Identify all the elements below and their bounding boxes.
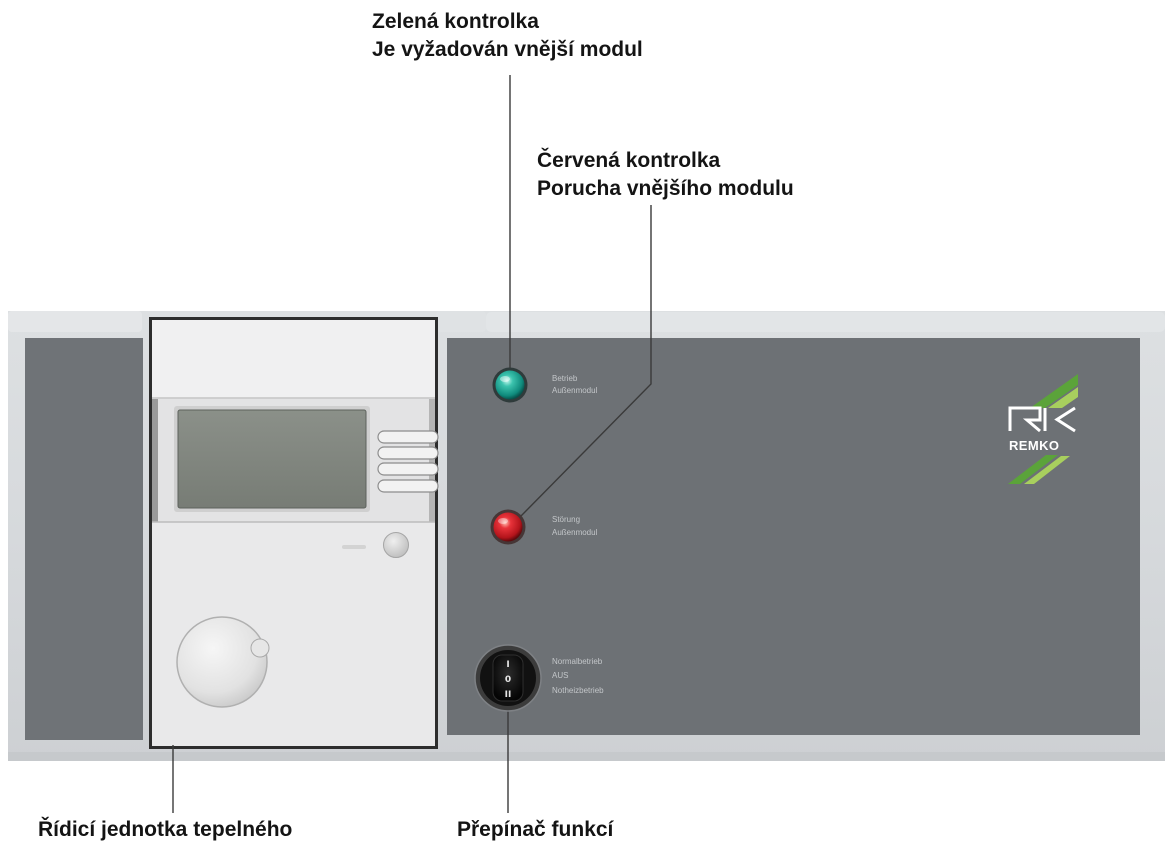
controller-unit (149, 317, 439, 749)
menu-button (377, 479, 439, 493)
logo-stripe-top-dark (1030, 374, 1078, 408)
annotation-function-switch-title: Přepínač funkcí (457, 818, 614, 841)
green-led-label-line2: Außenmodul (552, 386, 598, 395)
switch-mark-bottom: II (505, 690, 512, 700)
red-led (493, 512, 523, 542)
panel-bottom-shade (8, 752, 1165, 761)
panel-top-strip-right (486, 312, 1165, 332)
green-led-label-line1: Betrieb (552, 374, 578, 383)
menu-button (377, 430, 439, 444)
panel-top-strip-middle (436, 311, 486, 332)
rotary-knob-grip (250, 638, 270, 658)
logo-stripe-bottom-dark (1008, 455, 1058, 484)
controller-lid (152, 320, 435, 398)
switch-label-line1: Normalbetrieb (552, 657, 603, 666)
round-button (383, 532, 409, 558)
green-led-highlight (500, 376, 510, 382)
red-led-highlight (498, 518, 508, 524)
leader-line-red-led (520, 205, 652, 517)
switch-rocker (492, 654, 524, 702)
green-led (495, 370, 525, 400)
leader-lines (172, 75, 652, 813)
switch-label-line2: AUS (552, 671, 568, 680)
annotation-red-led: Červená kontrolka Porucha vnějšího modul… (537, 147, 794, 203)
red-led-label-line1: Störung (552, 515, 580, 524)
annotation-green-led-description: Je vyžadován vnější modul (372, 38, 643, 61)
annotation-red-led-title: Červená kontrolka (537, 149, 721, 172)
logo-rk-mark-k (1043, 406, 1076, 433)
display-section-right-edge (429, 399, 435, 522)
annotation-green-led-title: Zelená kontrolka (372, 10, 539, 33)
switch-label-line3: Notheizbetrieb (552, 686, 604, 695)
status-led-green-icon (492, 367, 528, 403)
logo-wordmark: REMKO (1009, 438, 1059, 453)
device-panel (8, 311, 1165, 761)
logo-stripe-top-light (1048, 387, 1078, 408)
menu-button (377, 462, 439, 476)
menu-buttons (377, 430, 439, 493)
display-section-left-edge (152, 399, 158, 522)
annotation-red-led-description: Porucha vnějšího modulu (537, 177, 794, 200)
lcd-screen (177, 409, 367, 509)
red-led-label-line2: Außenmodul (552, 528, 598, 537)
rotary-knob-icon (176, 616, 270, 708)
status-led-red-icon (490, 509, 526, 545)
switch-mark-top: I (506, 660, 509, 670)
remko-logo-icon: REMKO (1008, 374, 1078, 484)
right-dark-panel (447, 338, 1140, 735)
rocker-switch-icon: I 0 II (474, 644, 542, 712)
round-button-label-mark (342, 545, 366, 549)
annotation-green-led: Zelená kontrolka Je vyžadován vnější mod… (372, 8, 643, 64)
menu-button (377, 446, 439, 460)
logo-rk-mark-r (1008, 406, 1042, 433)
annotation-control-unit: Řídicí jednotka tepelného (38, 818, 292, 842)
annotation-control-unit-title: Řídicí jednotka tepelného (38, 818, 293, 841)
panel-top-strip-left (8, 311, 142, 332)
logo-stripe-bottom-light (1024, 456, 1070, 484)
switch-mark-middle: 0 (505, 675, 511, 685)
annotation-function-switch: Přepínač funkcí (457, 818, 613, 842)
rotary-knob (176, 616, 268, 708)
left-dark-panel (25, 338, 143, 740)
